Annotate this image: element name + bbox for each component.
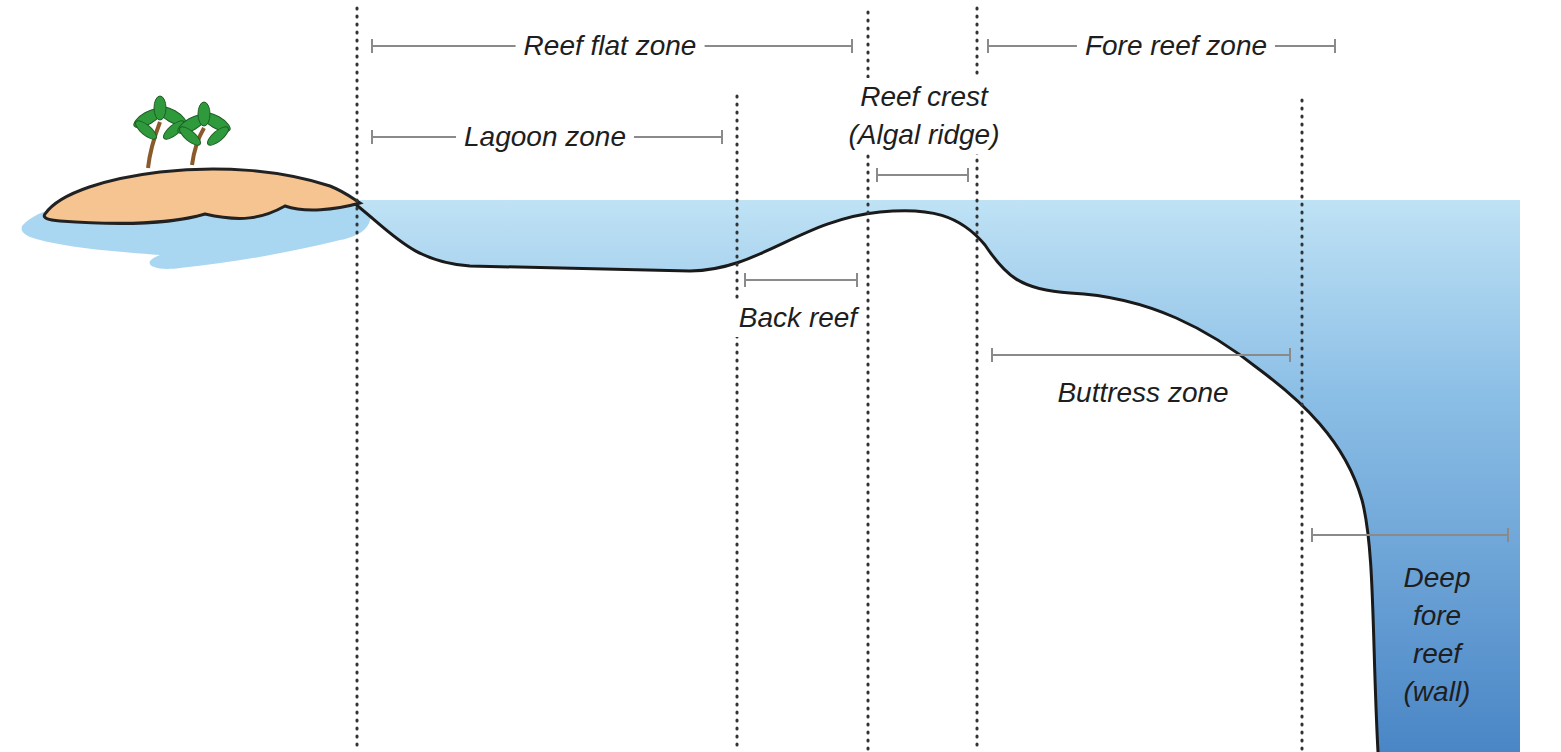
zone-dividers bbox=[357, 8, 1302, 752]
zone-label: Buttress zone bbox=[1057, 374, 1228, 412]
seabed-profile bbox=[350, 200, 1378, 752]
zone-label: Lagoon zone bbox=[456, 118, 634, 156]
zone-label: Reef flat zone bbox=[516, 27, 705, 65]
zone-label: Reef crest (Algal ridge) bbox=[816, 78, 1032, 154]
zone-label: Deep fore reef (wall) bbox=[1389, 559, 1485, 711]
zone-brackets bbox=[372, 39, 1508, 542]
zone-label: Fore reef zone bbox=[1077, 27, 1275, 65]
palm-trees bbox=[131, 96, 233, 168]
zone-label: Back reef bbox=[731, 299, 865, 337]
sea-water bbox=[355, 200, 1520, 752]
island bbox=[44, 169, 360, 223]
